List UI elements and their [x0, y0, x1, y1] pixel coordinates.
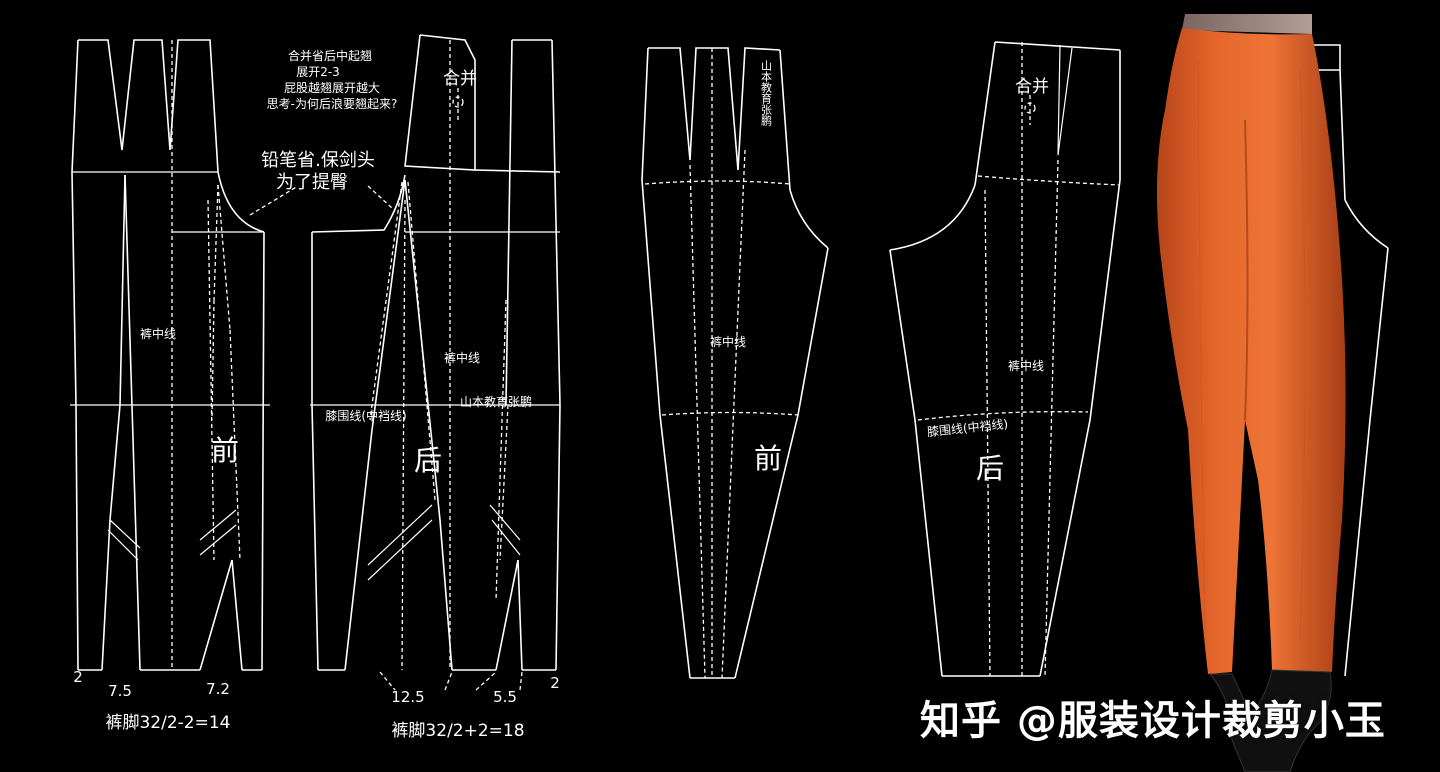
- hem-back: 裤脚32/2+2=18: [391, 721, 524, 741]
- back-label-right: 后: [976, 452, 1004, 485]
- pants-body: [1156, 28, 1346, 674]
- footer-watermark: 知乎 @服装设计裁剪小玉: [920, 698, 1386, 744]
- note-line-4: 思考-为何后浪要翘起来?: [267, 96, 398, 111]
- back-label-left: 后: [414, 444, 442, 477]
- note-line-2: 展开2-3: [296, 65, 340, 79]
- front-panel-left: [70, 39, 270, 671]
- knee-line-label-left: 膝围线(中裆线): [325, 408, 406, 423]
- dim-7-5: 7.5: [108, 682, 132, 700]
- merge-label-left: 合并: [443, 69, 477, 89]
- hem-front: 裤脚32/2-2=14: [105, 713, 230, 733]
- dim-2-left: 2: [73, 668, 83, 686]
- pants-figure: [1156, 14, 1346, 772]
- dim-7-2: 7.2: [206, 680, 230, 698]
- back-panel-left: [249, 34, 561, 691]
- crease-label-front-right: 裤中线: [710, 334, 746, 349]
- note-line-3: 屁股越翘展开越大: [284, 81, 380, 95]
- dim-2-right: 2: [550, 674, 560, 692]
- merge-label-right: 合并: [1015, 77, 1049, 97]
- crease-label-front: 裤中线: [140, 326, 176, 341]
- waist-skin: [1182, 14, 1312, 34]
- note-line-1: 合并省后中起翘: [288, 48, 372, 63]
- crease-label-back-right: 裤中线: [1008, 358, 1044, 373]
- front-panel-right: [641, 47, 829, 679]
- front-label-right: 前: [754, 442, 782, 475]
- crease-label-back: 裤中线: [444, 350, 480, 365]
- pencil-dart-note-1: 铅笔省.保剑头: [261, 150, 375, 171]
- pencil-dart-note-2: 为了提臀: [276, 172, 348, 193]
- watermark-text-left: 山本教育张鹏: [460, 394, 532, 409]
- knee-line-label-right: 膝围线(中裆线): [926, 416, 1008, 439]
- dim-12-5: 12.5: [391, 688, 424, 706]
- shoe-heel: [1208, 669, 1332, 772]
- partial-pattern-right: [1310, 44, 1389, 677]
- back-panel-right: [889, 41, 1121, 677]
- front-label-left: 前: [211, 434, 239, 467]
- vertical-watermark: 山本教育张鹏: [760, 60, 773, 127]
- dim-5-5: 5.5: [493, 688, 517, 706]
- right-annotations: 山本教育张鹏 合并 裤中线 裤中线 膝围线(中裆线) 前 后: [710, 60, 1049, 485]
- left-annotations: 合并省后中起翘 展开2-3 屁股越翘展开越大 思考-为何后浪要翘起来? 合并 铅…: [73, 48, 560, 741]
